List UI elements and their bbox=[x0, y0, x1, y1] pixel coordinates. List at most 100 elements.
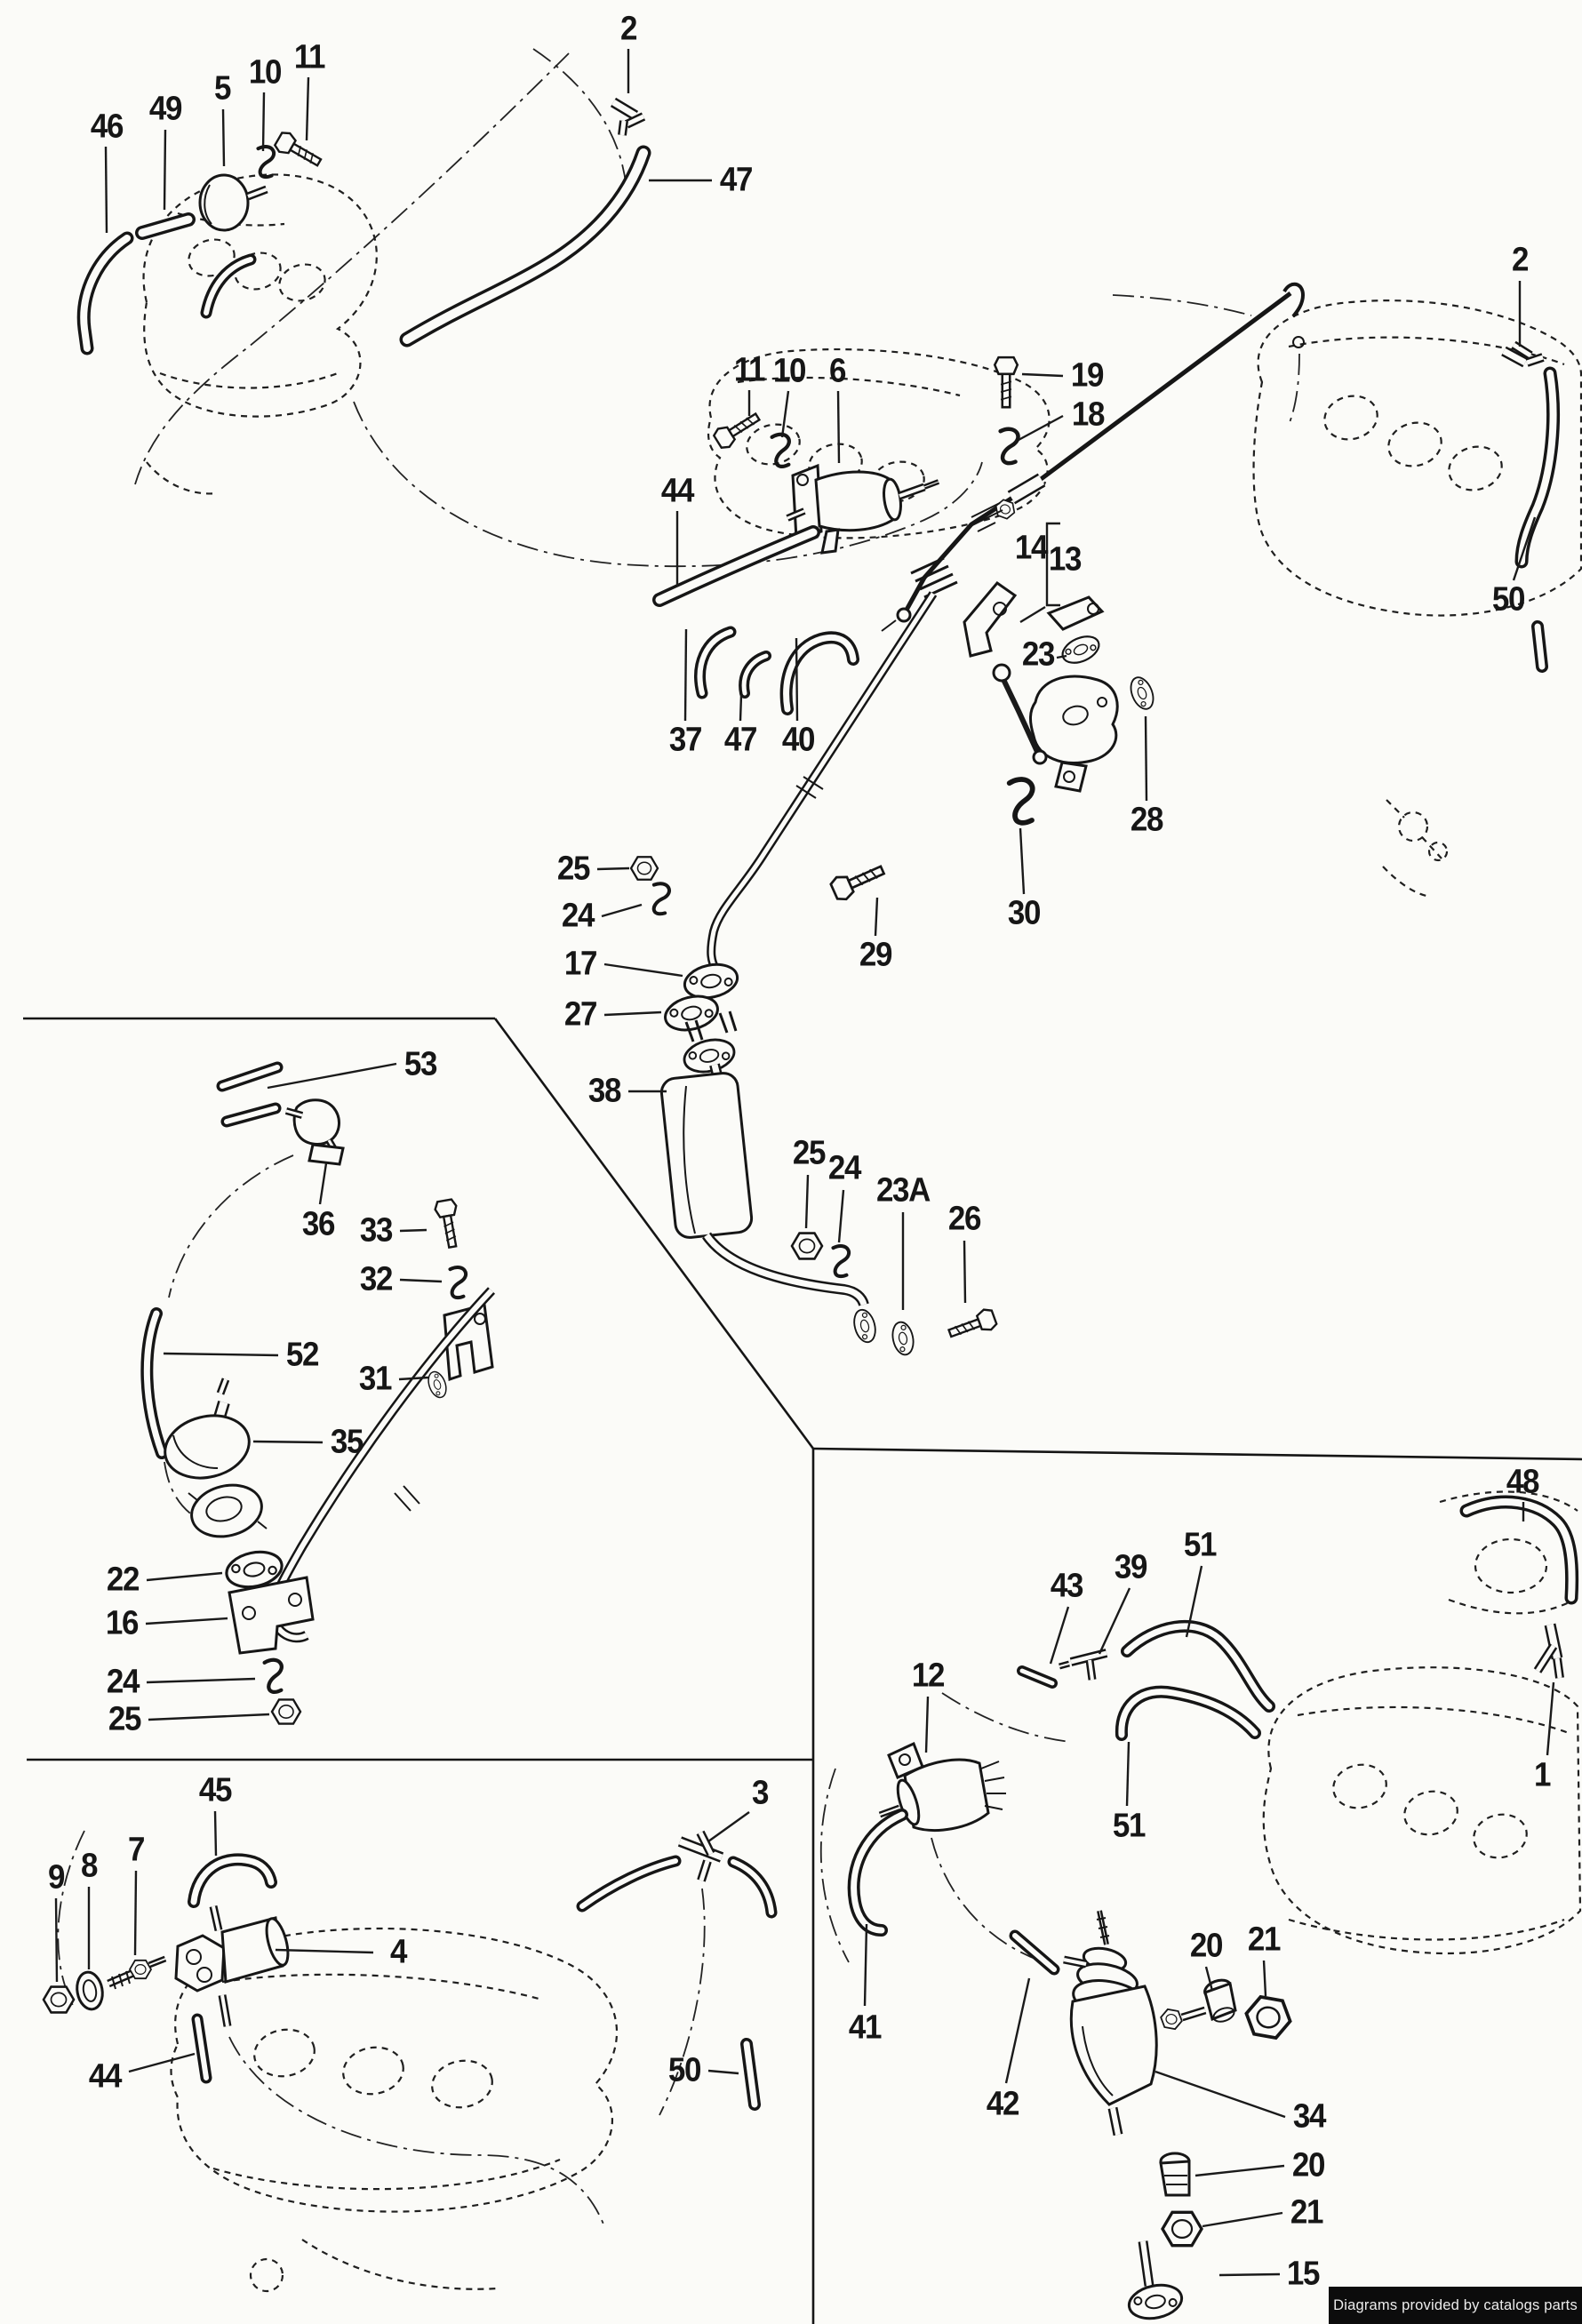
part-label-39: 39 bbox=[1114, 1548, 1148, 1586]
part-label-25-tm: 25 bbox=[556, 850, 591, 888]
part-label-43: 43 bbox=[1050, 1567, 1084, 1605]
part-label-52: 52 bbox=[285, 1336, 320, 1374]
hose-50-right bbox=[1514, 366, 1561, 569]
hose-44-bottom-left bbox=[191, 2013, 212, 2084]
part-label-27: 27 bbox=[563, 995, 598, 1034]
part-label-41: 41 bbox=[848, 2009, 883, 2047]
hose-48 bbox=[1459, 1495, 1579, 1605]
bolt-19 bbox=[993, 355, 1019, 409]
part-label-26: 26 bbox=[947, 1200, 982, 1238]
part-label-19: 19 bbox=[1070, 356, 1105, 395]
part-label-25-mid: 25 bbox=[792, 1134, 827, 1172]
part-label-51-b: 51 bbox=[1112, 1807, 1147, 1845]
bracket-16 bbox=[228, 1576, 315, 1655]
hose-45 bbox=[188, 1853, 277, 1908]
hose-47-top-left bbox=[399, 145, 651, 347]
part-label-47-tm: 47 bbox=[723, 721, 758, 759]
hose-53-pieces bbox=[216, 1061, 284, 1128]
nut-21-upper bbox=[1241, 1993, 1296, 2042]
gasket-23 bbox=[1057, 630, 1105, 669]
hose-47-top-middle bbox=[739, 651, 771, 699]
part-label-49: 49 bbox=[148, 90, 183, 128]
leader-lines bbox=[54, 49, 1555, 2277]
part-label-42: 42 bbox=[986, 2085, 1020, 2123]
bolt-11-top-left bbox=[272, 128, 326, 173]
stud-flange-15 bbox=[1124, 2240, 1186, 2324]
part-label-24-ml: 24 bbox=[106, 1663, 140, 1701]
valve-5-outlet-hose bbox=[200, 253, 257, 319]
clip-18 bbox=[993, 427, 1023, 465]
y-connector-1 bbox=[1533, 1623, 1564, 1679]
valve-5 bbox=[198, 173, 268, 232]
part-label-50-bl: 50 bbox=[667, 2051, 702, 2089]
bolt-26 bbox=[945, 1306, 999, 1345]
part-label-38: 38 bbox=[587, 1072, 622, 1110]
hose-46 bbox=[76, 231, 134, 355]
gasket-28 bbox=[1125, 673, 1159, 714]
part-label-44-bl: 44 bbox=[88, 2057, 123, 2096]
valve-36 bbox=[284, 1098, 345, 1166]
ghost-manifold-bottom-left bbox=[170, 1927, 618, 2293]
part-label-21-b: 21 bbox=[1290, 2193, 1324, 2232]
part-label-13: 13 bbox=[1048, 540, 1083, 579]
part-label-22: 22 bbox=[106, 1561, 140, 1599]
part-label-9: 9 bbox=[47, 1858, 65, 1897]
nut-25-ml bbox=[270, 1698, 302, 1725]
clip-30 bbox=[1003, 778, 1038, 825]
part-label-48: 48 bbox=[1506, 1463, 1540, 1501]
throttle-cable-13-14 bbox=[881, 282, 1306, 632]
ghost-manifold-top-right bbox=[1252, 299, 1582, 898]
clip-10-top-left bbox=[252, 145, 278, 179]
t-connector-3 bbox=[677, 1830, 724, 1882]
bolt-11-top-middle bbox=[710, 406, 764, 452]
part-label-16: 16 bbox=[105, 1604, 140, 1642]
valve-12 bbox=[878, 1741, 1006, 1832]
hose-51-lower bbox=[1115, 1685, 1261, 1741]
part-label-24-mid: 24 bbox=[827, 1149, 862, 1187]
part-label-50-r: 50 bbox=[1491, 580, 1526, 619]
egr-valve-23 bbox=[992, 595, 1119, 793]
part-label-3: 3 bbox=[751, 1774, 769, 1812]
clip-24-ml bbox=[260, 1658, 286, 1693]
nut-25-mid bbox=[790, 1232, 824, 1260]
clip-10-top-middle bbox=[767, 433, 794, 467]
part-label-7: 7 bbox=[127, 1831, 145, 1869]
part-label-20-b: 20 bbox=[1291, 2146, 1326, 2184]
part-label-53: 53 bbox=[403, 1045, 438, 1083]
part-label-17: 17 bbox=[563, 945, 598, 983]
t-connector-39 bbox=[1059, 1649, 1108, 1681]
part-label-45: 45 bbox=[198, 1771, 233, 1809]
part-label-6: 6 bbox=[828, 352, 846, 390]
hose-42 bbox=[1009, 1929, 1060, 1976]
part-label-8: 8 bbox=[80, 1847, 98, 1885]
part-label-1: 1 bbox=[1533, 1756, 1551, 1794]
valve-4 bbox=[174, 1905, 290, 2027]
y-connector-2-right bbox=[1501, 340, 1545, 368]
part-label-35: 35 bbox=[330, 1423, 364, 1461]
nut-9 bbox=[42, 1985, 76, 2014]
bracket-13-glyph bbox=[1045, 522, 1060, 607]
part-label-11-tl: 11 bbox=[293, 38, 326, 76]
hose-44-top-middle bbox=[652, 525, 820, 607]
hose-52 bbox=[140, 1307, 168, 1459]
canister-38 bbox=[659, 1010, 880, 1346]
part-label-25-ml: 25 bbox=[108, 1700, 142, 1738]
part-label-12: 12 bbox=[911, 1657, 946, 1695]
part-label-5: 5 bbox=[213, 69, 231, 108]
part-label-34: 34 bbox=[1292, 2097, 1327, 2136]
watermark-badge: Diagrams provided by catalogs parts bbox=[1329, 2287, 1582, 2324]
hose-50-bottom-left bbox=[740, 2038, 761, 2111]
part-label-40: 40 bbox=[781, 721, 816, 759]
part-label-24-tm: 24 bbox=[561, 897, 595, 935]
hose-segment-49 bbox=[135, 212, 196, 240]
egr-pipe-17 bbox=[707, 591, 938, 973]
section-borders bbox=[23, 1017, 1582, 2324]
watermark-text: Diagrams provided by catalogs parts bbox=[1333, 2296, 1578, 2313]
ghost-manifold-bottom-right bbox=[1262, 1490, 1582, 1955]
part-label-33: 33 bbox=[359, 1211, 394, 1250]
clip-24-mid bbox=[827, 1244, 853, 1278]
cable-bracket-14 bbox=[963, 580, 1018, 658]
part-label-37: 37 bbox=[668, 721, 703, 759]
hose-51-upper bbox=[1121, 1619, 1275, 1713]
